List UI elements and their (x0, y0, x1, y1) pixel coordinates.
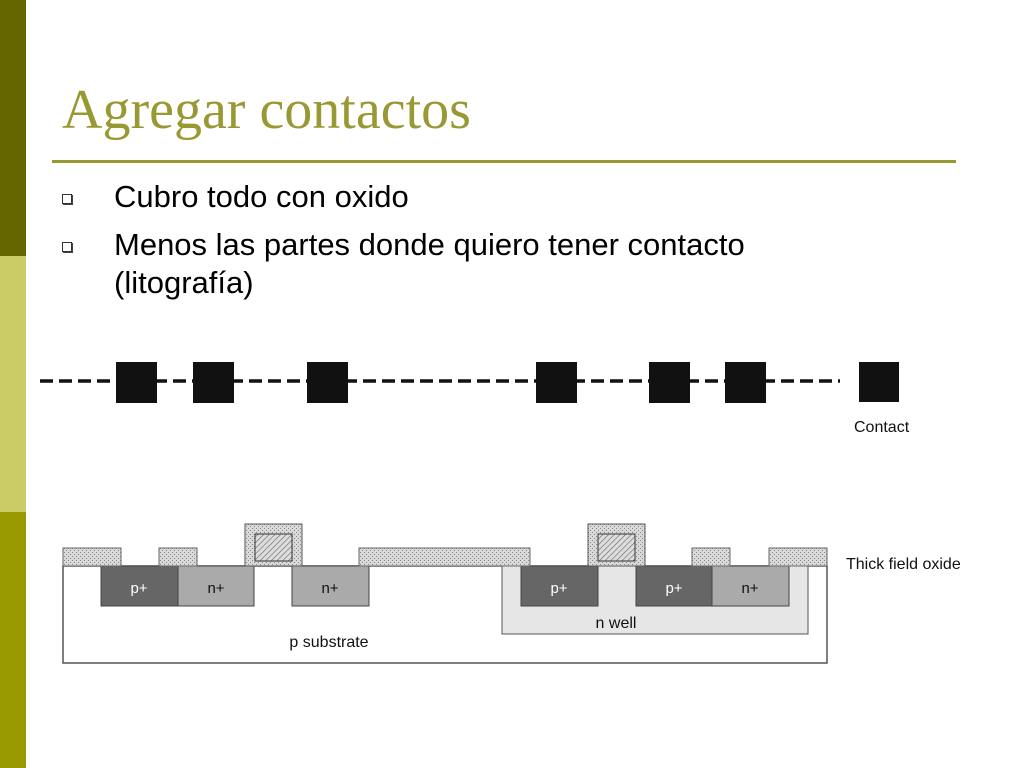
field-oxide (768, 547, 828, 567)
contact-legend-label: Contact (854, 419, 910, 436)
n-plus-diffusion (711, 565, 790, 607)
bullet-item: Cubro todo con oxido (60, 178, 860, 216)
field-oxide (158, 547, 198, 567)
polysilicon-gate (254, 533, 293, 562)
p-substrate-label: p substrate (289, 634, 368, 651)
square-bullet-icon (62, 242, 72, 252)
n-plus-diffusion (177, 565, 255, 607)
slide-title: Agregar contactos (62, 79, 471, 141)
diffusion-label: n+ (207, 580, 224, 597)
n-well-label: n well (596, 615, 637, 632)
field-oxide (358, 547, 531, 567)
bullet-text: Cubro todo con oxido (114, 179, 409, 214)
contact-square (536, 362, 577, 403)
sidebar-bottom-band (0, 512, 26, 768)
square-bullet-icon (62, 194, 72, 204)
p-plus-diffusion (520, 565, 599, 607)
field-oxide (691, 547, 731, 567)
title-underline (52, 160, 956, 163)
sidebar-middle-band (0, 256, 26, 512)
sidebar-top-band (0, 0, 26, 256)
n-plus-diffusion (291, 565, 370, 607)
contact-square (116, 362, 157, 403)
contact-square (193, 362, 234, 403)
contact-legend-swatch (859, 362, 899, 402)
diffusion-label: p+ (550, 580, 567, 597)
bullet-text: Menos las partes donde quiero tener cont… (114, 227, 745, 300)
diffusion-label: n+ (321, 580, 338, 597)
diffusion-label: n+ (741, 580, 758, 597)
bullet-list: Cubro todo con oxido Menos las partes do… (60, 178, 860, 312)
bullet-item: Menos las partes donde quiero tener cont… (60, 226, 860, 302)
diffusion-label: p+ (130, 580, 147, 597)
contact-square (307, 362, 348, 403)
contact-square (649, 362, 690, 403)
contact-square (725, 362, 766, 403)
polysilicon-gate (597, 533, 636, 562)
diffusion-label: p+ (665, 580, 682, 597)
field-oxide (62, 547, 122, 567)
thick-field-oxide-label: Thick field oxide (846, 556, 961, 573)
p-plus-diffusion (635, 565, 713, 607)
